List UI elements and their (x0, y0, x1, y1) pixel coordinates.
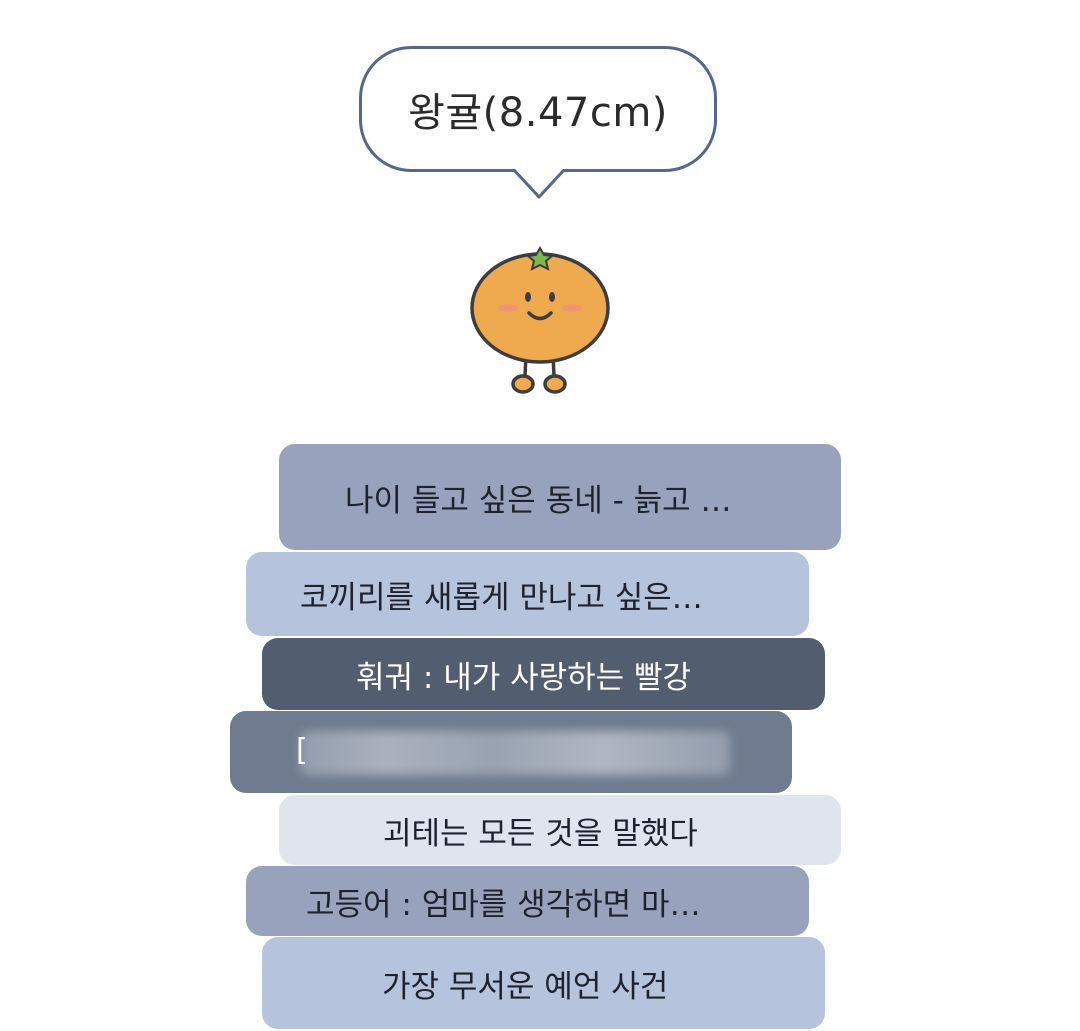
book-title: 나이 들고 싶은 동네 - 늙고 … (345, 482, 732, 519)
book-spine-6[interactable]: 고등어 : 엄마를 생각하면 마… (246, 866, 809, 936)
book-spine-5[interactable]: 괴테는 모든 것을 말했다 (279, 795, 841, 865)
tangerine-character-icon[interactable] (465, 244, 617, 400)
book-spine-7[interactable]: 가장 무서운 예언 사건 (262, 937, 825, 1029)
speech-bubble-tail (512, 166, 566, 199)
book-title: 괴테는 모든 것을 말했다 (383, 815, 698, 852)
book-title: 코끼리를 새롭게 만나고 싶은… (300, 579, 703, 616)
book-spine-2[interactable]: 코끼리를 새롭게 만나고 싶은… (246, 552, 809, 636)
book-title: 고등어 : 엄마를 생각하면 마… (306, 886, 701, 923)
speech-bubble: 왕귤(8.47cm) (359, 46, 717, 172)
book-title: 훠궈 : 내가 사랑하는 빨강 (356, 659, 692, 696)
book-spine-4-redacted[interactable]: [ (230, 711, 792, 793)
book-title: [ (296, 733, 308, 768)
speech-bubble-text: 왕귤(8.47cm) (408, 90, 668, 136)
book-spine-3[interactable]: 훠궈 : 내가 사랑하는 빨강 (262, 638, 825, 710)
redaction-blur (300, 731, 730, 775)
book-spine-1[interactable]: 나이 들고 싶은 동네 - 늙고 … (279, 444, 841, 550)
book-title: 가장 무서운 예언 사건 (382, 968, 669, 1005)
